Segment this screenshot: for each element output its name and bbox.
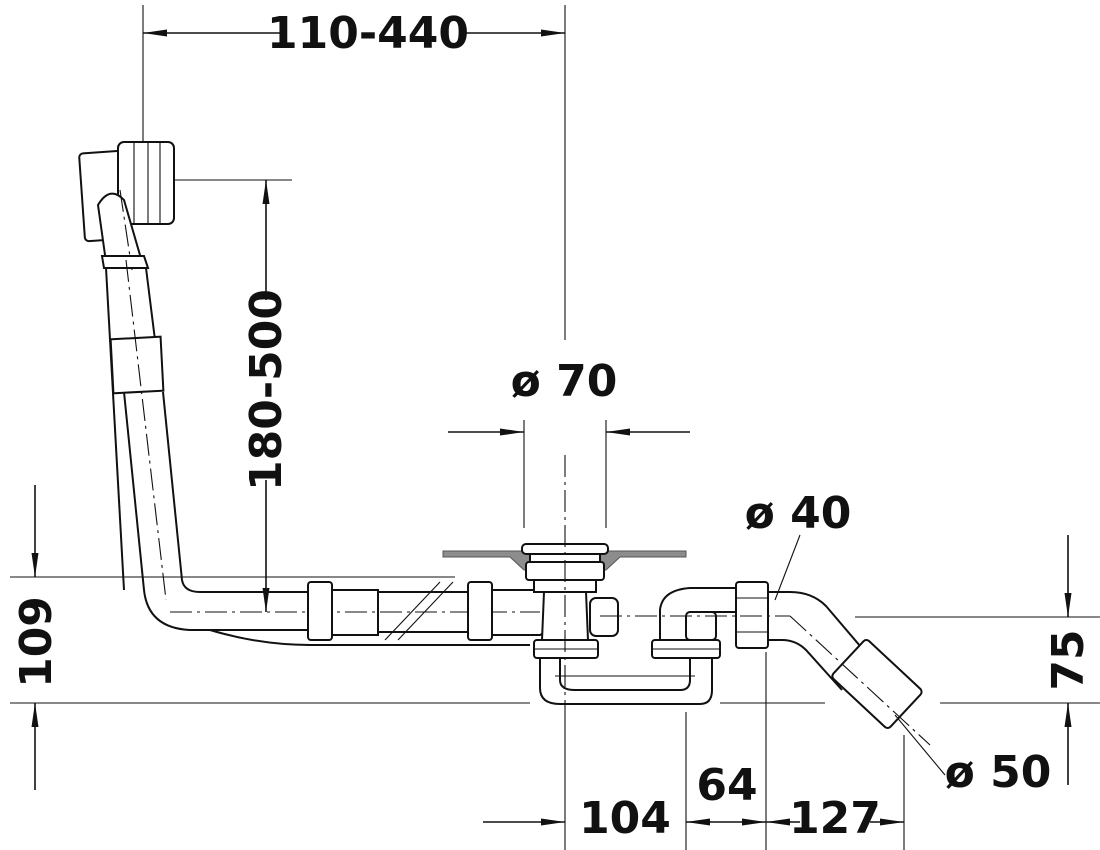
dim-110-440: 110-440 bbox=[267, 8, 469, 59]
dim-75: 75 bbox=[1043, 629, 1094, 690]
dim-diameter-70: ø 70 bbox=[511, 356, 618, 407]
overflow-assembly bbox=[78, 141, 540, 631]
dim-diameter-50: ø 50 bbox=[945, 747, 1052, 798]
dim-104: 104 bbox=[579, 793, 671, 844]
dimension-labels: 110-440 180-500 ø 70 ø 40 ø 50 109 75 10… bbox=[11, 8, 1094, 844]
dim-64: 64 bbox=[696, 760, 757, 811]
dim-127: 127 bbox=[789, 793, 881, 844]
dim-180-500: 180-500 bbox=[241, 289, 292, 491]
horizontal-pipe bbox=[209, 581, 554, 646]
dim-diameter-40: ø 40 bbox=[745, 488, 852, 539]
dim-109: 109 bbox=[11, 596, 62, 688]
extension-lines bbox=[10, 5, 1100, 850]
dimension-lines bbox=[31, 29, 1072, 826]
drain-assembly bbox=[442, 455, 931, 746]
